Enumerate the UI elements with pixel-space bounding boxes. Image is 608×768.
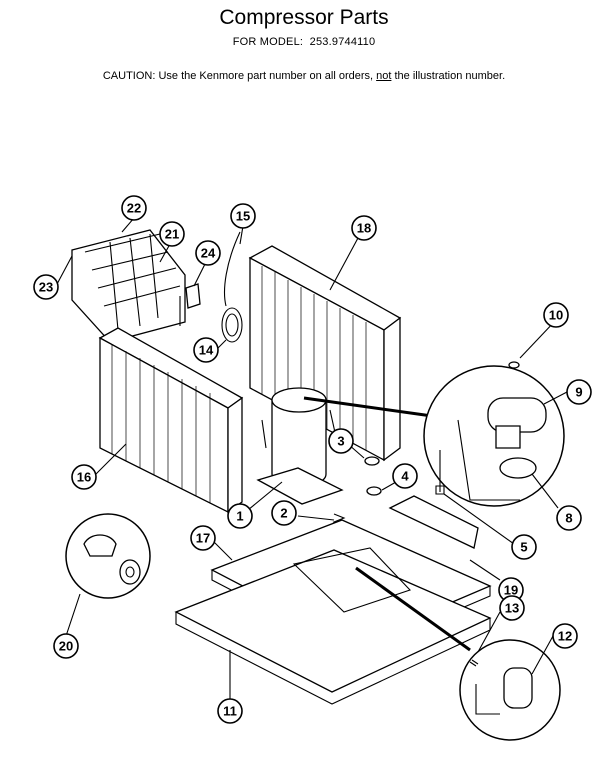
callout-14: 14 bbox=[193, 337, 219, 363]
grommet-drawing bbox=[364, 456, 380, 466]
callout-13: 13 bbox=[499, 595, 525, 621]
callout-11: 11 bbox=[217, 698, 243, 724]
model-number: 253.9744110 bbox=[309, 36, 376, 48]
callout-21-label: 21 bbox=[165, 227, 179, 242]
compressor-drawing bbox=[256, 387, 344, 505]
relay-drawing bbox=[185, 283, 201, 309]
callout-18-label: 18 bbox=[357, 221, 371, 236]
callout-15-label: 15 bbox=[236, 209, 250, 224]
leader-lines bbox=[55, 217, 568, 700]
callout-4-label: 4 bbox=[401, 469, 409, 484]
callout-21: 21 bbox=[159, 221, 185, 247]
callout-23-label: 23 bbox=[39, 280, 53, 295]
callout-11-label: 11 bbox=[223, 704, 237, 719]
callout-9: 9 bbox=[566, 379, 592, 405]
callout-19: 19 bbox=[498, 577, 524, 603]
callout-1: 1 bbox=[227, 503, 253, 529]
evaporator-coil-drawing bbox=[98, 327, 244, 514]
callout-10: 10 bbox=[543, 302, 569, 328]
callout-15: 15 bbox=[230, 203, 256, 229]
callout-14-label: 14 bbox=[199, 343, 214, 358]
wire-harness-drawing bbox=[221, 231, 243, 343]
callout-24-label: 24 bbox=[201, 246, 216, 261]
caution-note: CAUTION: Use the Kenmore part number on … bbox=[0, 70, 608, 82]
callout-22-label: 22 bbox=[127, 201, 141, 216]
callout-16: 16 bbox=[71, 464, 97, 490]
callout-24: 24 bbox=[195, 240, 221, 266]
callout-20-label: 20 bbox=[59, 639, 73, 654]
callout-8-label: 8 bbox=[565, 511, 572, 526]
callout-17-label: 17 bbox=[196, 531, 210, 546]
model-label: FOR MODEL: bbox=[232, 36, 304, 48]
callout-2-label: 2 bbox=[280, 506, 287, 521]
condenser-coil-drawing bbox=[248, 245, 402, 462]
capacitor-detail-drawing bbox=[459, 639, 561, 741]
callout-2: 2 bbox=[271, 500, 297, 526]
base-pan-drawing bbox=[174, 495, 492, 705]
control-bracket-drawing bbox=[71, 229, 186, 343]
caution-emphasis: not bbox=[376, 70, 392, 82]
callout-19-label: 19 bbox=[504, 583, 518, 598]
caution-suffix: the illustration number. bbox=[391, 70, 506, 82]
callout-8: 8 bbox=[556, 505, 582, 531]
caution-prefix: CAUTION: Use the Kenmore part number on … bbox=[102, 70, 377, 82]
callout-22: 22 bbox=[121, 195, 147, 221]
callout-4: 4 bbox=[392, 463, 418, 489]
callout-10-label: 10 bbox=[549, 308, 563, 323]
model-line: FOR MODEL: 253.9744110 bbox=[0, 36, 608, 48]
callout-1-label: 1 bbox=[236, 509, 243, 524]
callout-3: 3 bbox=[328, 428, 354, 454]
callout-9-label: 9 bbox=[575, 385, 582, 400]
mount-washer-drawing bbox=[366, 486, 382, 496]
callout-5-label: 5 bbox=[520, 540, 527, 555]
callout-5: 5 bbox=[511, 534, 537, 560]
callout-12-label: 12 bbox=[558, 629, 572, 644]
callout-17: 17 bbox=[190, 525, 216, 551]
callout-23: 23 bbox=[33, 274, 59, 300]
callout-13-label: 13 bbox=[505, 601, 519, 616]
terminal-detail-drawing bbox=[423, 361, 565, 507]
callout-3-label: 3 bbox=[337, 434, 344, 449]
callout-20: 20 bbox=[53, 633, 79, 659]
callout-16-label: 16 bbox=[77, 470, 91, 485]
overload-detail-drawing bbox=[65, 513, 151, 599]
callout-18: 18 bbox=[351, 215, 377, 241]
page-title: Compressor Parts bbox=[219, 6, 389, 29]
callout-12: 12 bbox=[552, 623, 578, 649]
